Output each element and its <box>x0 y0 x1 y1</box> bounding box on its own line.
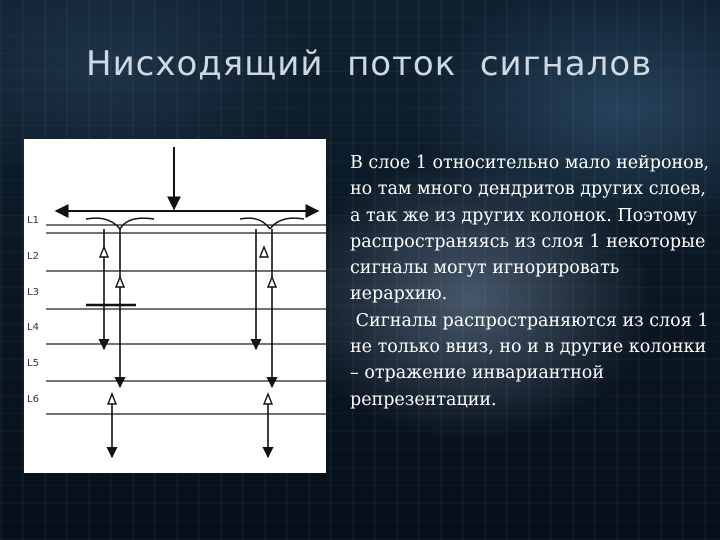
layers-diagram-svg <box>46 147 326 459</box>
layer-label-l5: L5 <box>27 358 39 369</box>
layer-boundaries <box>46 224 326 415</box>
right-neuron-l2 <box>258 245 270 258</box>
right-neuron-l6 <box>262 392 274 405</box>
layer-label-l3: L3 <box>27 287 39 298</box>
layer-label-l4: L4 <box>27 322 39 333</box>
left-neuron-l3 <box>114 275 126 288</box>
right-neuron-l3 <box>266 275 278 288</box>
explanation-text: В слое 1 относительно мало нейронов, но … <box>350 150 712 413</box>
left-neuron-l6 <box>106 392 118 405</box>
paragraph-2: Сигналы распространяются из слоя 1 не то… <box>350 310 715 410</box>
layer-label-l6: L6 <box>27 394 39 405</box>
slide-title: Нисходящий поток сигналов <box>86 44 653 84</box>
left-dendrite-tuft <box>85 217 155 230</box>
layer-label-l2: L2 <box>27 251 39 262</box>
layer-label-l1: L1 <box>27 215 39 226</box>
cortex-layers-diagram: L1 L2 L3 L4 L5 L6 <box>24 139 326 473</box>
paragraph-1: В слое 1 относительно мало нейронов, но … <box>350 153 710 305</box>
left-neuron-l2 <box>98 245 110 258</box>
right-dendrite-tuft <box>239 217 305 230</box>
